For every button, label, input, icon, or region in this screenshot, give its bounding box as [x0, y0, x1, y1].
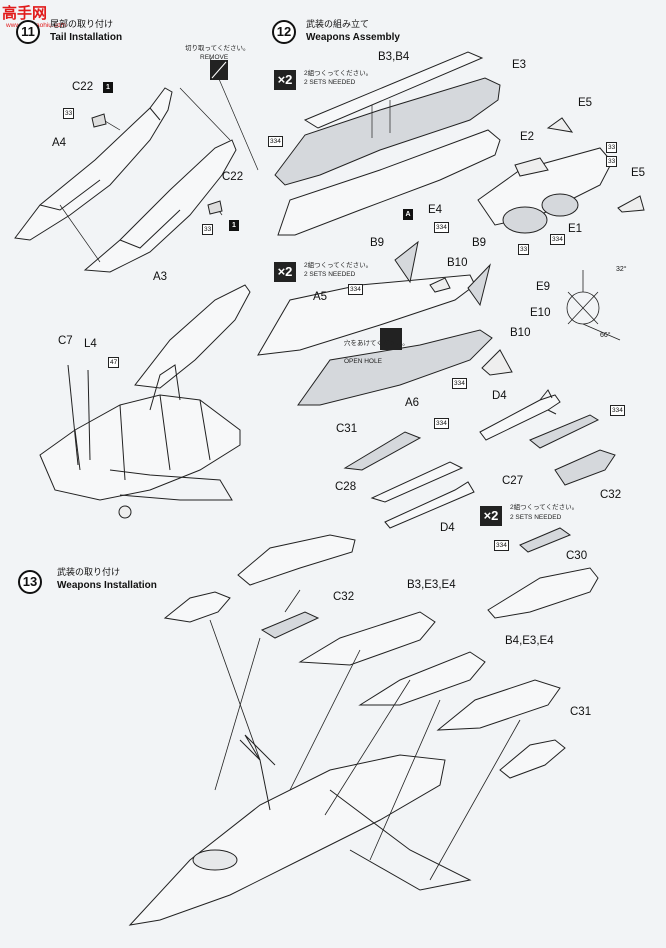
pylon-c31-c28 [343, 431, 475, 529]
fuselage-tail-section [39, 364, 241, 519]
part-label-b3e3e4: B3,E3,E4 [407, 579, 456, 591]
part-label-e4: E4 [428, 204, 443, 216]
tail-fin-completed [134, 284, 251, 389]
marker-1-upper: 1 [103, 82, 113, 93]
tank-upper [237, 534, 356, 586]
sets-note-jp-c: 2組つくってください。 [510, 504, 579, 511]
part-label-c22-lower: C22 [222, 171, 244, 183]
bomb-left [163, 591, 231, 623]
glue-mark-334-h: 334 [494, 540, 509, 551]
tail-clip-parts [91, 113, 223, 215]
pylon-c27 [529, 414, 616, 486]
part-label-c32-upper: C32 [600, 489, 622, 501]
part-label-c27: C27 [502, 475, 524, 487]
part-label-c7: C7 [58, 335, 73, 347]
sets-note-en-b: 2 SETS NEEDED [304, 271, 356, 278]
glue-mark-334-f: 334 [610, 405, 625, 416]
marker-1-lower: 1 [229, 220, 239, 231]
step-title-jp-tail: 尾部の取り付け [50, 19, 114, 29]
pod-assembled-e1-e2 [477, 117, 645, 234]
missile-d4-upper [479, 389, 561, 441]
part-label-e3: E3 [512, 59, 527, 71]
part-label-e5-lower: E5 [631, 167, 646, 179]
angle-66: 66° [600, 332, 611, 339]
tail-fin-a3 [83, 139, 237, 273]
step-title-jp-weapons-assembly: 武装の組み立て [306, 19, 370, 29]
glue-mark-334-e: 334 [452, 378, 467, 389]
part-label-c30: C30 [566, 550, 588, 562]
part-label-c32-lower: C32 [333, 591, 355, 603]
step-title-en-tail: Tail Installation [50, 32, 123, 43]
watermark-logo: 高手网 [2, 5, 48, 22]
sets-note-en-c: 2 SETS NEEDED [510, 514, 562, 521]
part-label-c31-upper: C31 [336, 423, 358, 435]
step-title-en-weapons-assembly: Weapons Assembly [306, 32, 400, 43]
glue-mark-334-g: 334 [434, 418, 449, 429]
angle-32: 32° [616, 266, 627, 273]
part-label-a5: A5 [313, 291, 328, 303]
tail-fin-a4 [14, 87, 173, 241]
pod-b-assembly [257, 240, 513, 406]
glue-mark-33-e: 33 [518, 244, 530, 255]
part-label-d4-lower: D4 [440, 522, 455, 534]
part-label-b4e3e4: B4,E3,E4 [505, 635, 554, 647]
part-label-e5-upper: E5 [578, 97, 593, 109]
hole-note-jp: 穴をあけてください。 [344, 340, 409, 347]
part-label-b10-upper: B10 [447, 257, 468, 269]
step-number-weapons-install: 13 [18, 570, 42, 594]
glue-mark-334-d: 334 [348, 284, 363, 295]
sets-note-jp-a: 2組つくってください。 [304, 70, 373, 77]
part-label-a3: A3 [153, 271, 168, 283]
glue-mark-33-c: 33 [606, 142, 618, 153]
angle-gauge [566, 270, 621, 341]
part-label-c22-upper: C22 [72, 81, 94, 93]
remove-note-en: REMOVE [200, 54, 229, 61]
pylon-c32 [260, 611, 320, 639]
pod-c30 [487, 527, 599, 619]
glue-mark-334-c: 334 [434, 222, 449, 233]
remove-note-jp: 切り取ってください。 [185, 45, 250, 52]
aircraft-fuselage [128, 734, 472, 926]
glue-mark-33-lower: 33 [202, 224, 214, 235]
pod-half-e3-e4 [274, 77, 501, 236]
part-label-b3b4: B3,B4 [378, 51, 410, 63]
part-label-c28: C28 [335, 481, 357, 493]
glue-mark-334-a: 334 [268, 136, 283, 147]
glue-mark-334-b: 334 [550, 234, 565, 245]
part-label-b9-right: B9 [472, 237, 487, 249]
step-number-weapons-assembly: 12 [272, 20, 296, 44]
part-label-c31-lower: C31 [570, 706, 592, 718]
part-label-l4: L4 [84, 338, 97, 350]
multiplier-badge-c: ×2 [480, 506, 502, 526]
part-label-e9: E9 [536, 281, 551, 293]
remove-mark [210, 60, 228, 80]
glue-mark-33-d: 33 [606, 156, 618, 167]
part-label-a6: A6 [405, 397, 420, 409]
part-label-d4-upper: D4 [492, 390, 507, 402]
part-label-b10-lower: B10 [510, 327, 531, 339]
part-label-a4: A4 [52, 137, 67, 149]
multiplier-badge-b: ×2 [274, 262, 296, 282]
marker-a: A [403, 209, 413, 220]
step-title-jp-weapons-install: 武装の取り付け [57, 567, 121, 577]
step-title-en-weapons-install: Weapons Installation [57, 580, 157, 591]
part-label-e1: E1 [568, 223, 583, 235]
assembly-arrows [209, 589, 521, 881]
hole-note-en: OPEN HOLE [344, 358, 382, 365]
sets-note-en-a: 2 SETS NEEDED [304, 79, 356, 86]
step-number-tail: 11 [16, 20, 40, 44]
part-label-e10: E10 [530, 307, 551, 319]
part-label-b9-left: B9 [370, 237, 385, 249]
multiplier-badge-a: ×2 [274, 70, 296, 90]
glue-mark-47: 47 [108, 357, 120, 368]
part-label-e2: E2 [520, 131, 535, 143]
pylon-b3b4 [303, 51, 484, 129]
pods-b3-b4 [298, 611, 566, 779]
sets-note-jp-b: 2組つくってください。 [304, 262, 373, 269]
glue-mark-33-upper: 33 [63, 108, 75, 119]
